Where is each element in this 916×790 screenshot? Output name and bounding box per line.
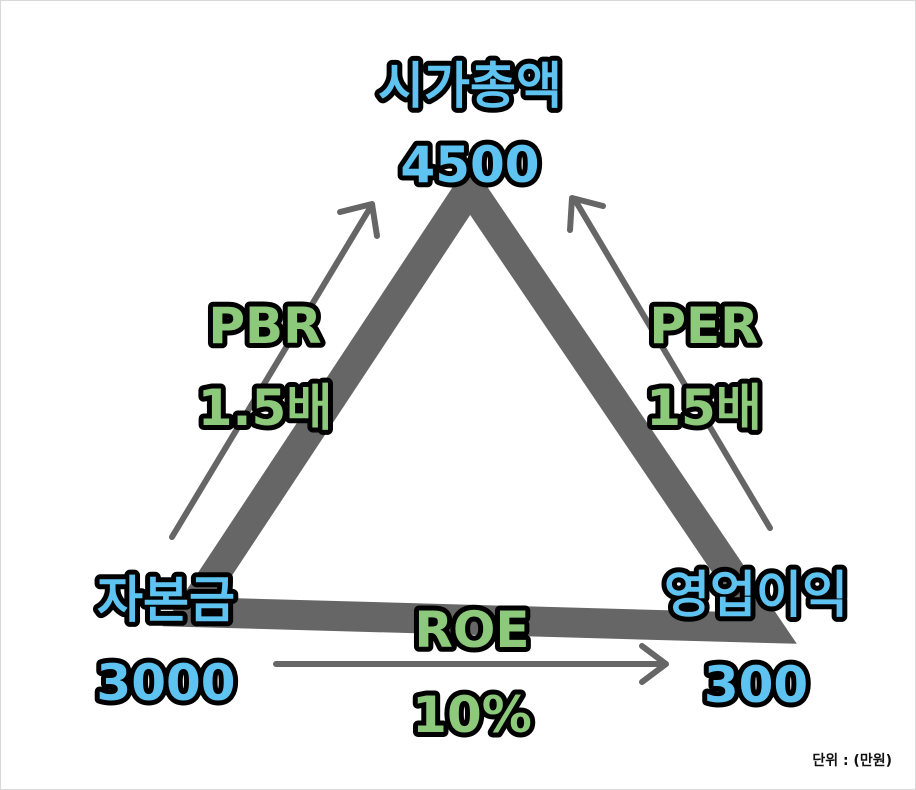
edge-per-value: 15배 (646, 379, 762, 437)
triangle-outline (162, 161, 797, 644)
edge-pbr-value: 1.5배 (198, 379, 333, 437)
node-capital-value: 3000 (96, 654, 235, 712)
node-market-cap-value: 4500 (400, 136, 539, 194)
edge-roe-label: ROE (414, 601, 529, 659)
per-arrow (567, 195, 773, 531)
node-operating-profit-label: 영업이익 (664, 566, 848, 624)
roe-arrow (273, 643, 669, 685)
pbr-arrow (169, 201, 380, 540)
unit-note: 단위 : (만원) (812, 753, 892, 769)
edge-roe-value: 10% (412, 686, 532, 744)
edge-pbr-label: PBR (208, 297, 321, 355)
node-market-cap-label: 시가총액 (378, 57, 562, 115)
node-operating-profit-value: 300 (704, 656, 808, 714)
edge-per-label: PER (649, 297, 758, 355)
node-capital-label: 자본금 (97, 571, 235, 629)
